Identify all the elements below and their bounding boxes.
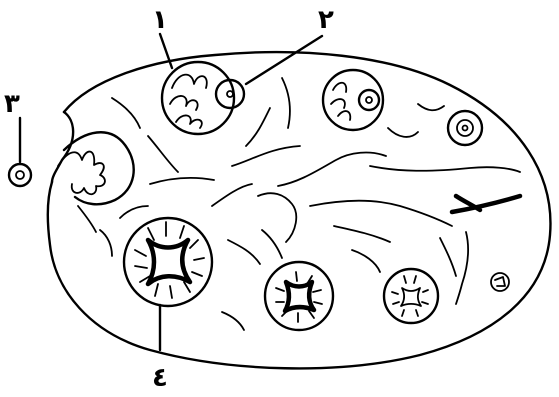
label-2-pointer	[246, 36, 322, 84]
primary-follicle-ring	[457, 120, 473, 136]
follicle-top-middle	[323, 70, 383, 130]
follicle-top-left-cells	[170, 75, 207, 128]
corpus-luteum-large	[124, 218, 212, 306]
primary-follicle	[448, 111, 482, 145]
corpus-albicans	[384, 269, 438, 323]
label-4: ٤	[152, 363, 168, 393]
released-oocyte	[9, 164, 31, 186]
follicle-top-middle-oocyte	[359, 90, 379, 110]
atretic-follicle	[491, 273, 509, 291]
label-1: ١	[152, 5, 168, 35]
corpus-albicans-core	[401, 288, 421, 306]
follicle-top-left	[162, 62, 234, 134]
blood-vessel	[452, 196, 520, 212]
atretic-follicle-mark	[495, 277, 505, 286]
corpus-luteum-medium	[265, 262, 333, 330]
ovary-outline	[48, 52, 551, 368]
ruptured-follicle-cells	[58, 152, 105, 195]
follicle-top-left-oocyte-nucleus	[227, 91, 233, 97]
label-3: ٣	[4, 89, 20, 119]
follicle-top-middle-cells	[331, 83, 350, 120]
released-oocyte-nucleus	[16, 171, 24, 179]
corpus-luteum-medium-striations	[276, 272, 322, 322]
follicle-top-middle-oocyte-nucleus	[366, 97, 372, 103]
label-2: ٢	[318, 5, 334, 35]
corpus-albicans-striations	[392, 276, 428, 316]
corpus-luteum-medium-core	[285, 282, 314, 311]
corpus-luteum-large-striations	[135, 222, 204, 298]
primary-follicle-nucleus	[463, 126, 468, 131]
corpus-luteum-large-core	[148, 240, 190, 284]
